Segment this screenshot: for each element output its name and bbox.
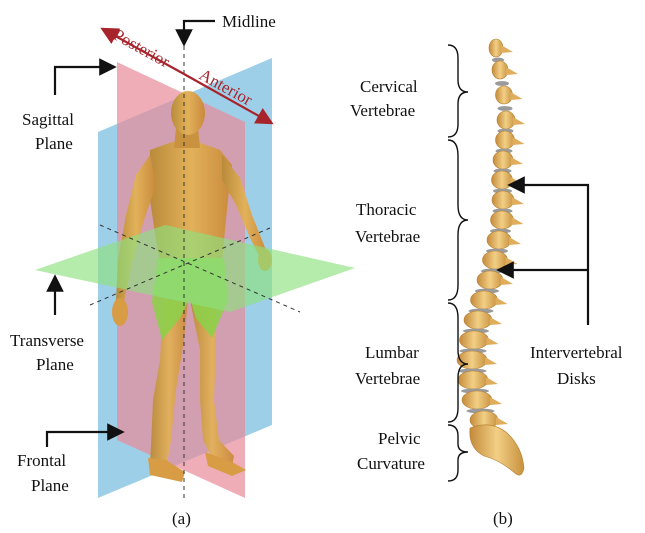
vertebra [492, 171, 513, 189]
transverse-label-line1: Transverse [10, 331, 84, 350]
spine [457, 39, 525, 475]
vertebra [491, 211, 514, 229]
vertebra [460, 331, 489, 349]
disks-label-line2: Disks [557, 369, 596, 388]
panel-a: Posterior Anterior Midline Sagittal Plan… [10, 12, 355, 528]
panel-b: Cervical Vertebrae Thoracic Vertebrae Lu… [350, 39, 623, 528]
frontal-label-line1: Frontal [17, 451, 66, 470]
spinous-process [513, 137, 525, 145]
brace-thoracic [448, 140, 468, 300]
intervertebral-disk [498, 106, 513, 111]
sagittal-label-line1: Sagittal [22, 110, 74, 129]
vertebra [477, 271, 503, 289]
vertebra [458, 371, 488, 389]
thoracic-label-line1: Thoracic [356, 200, 417, 219]
caption-b: (b) [493, 509, 513, 528]
spinous-process [501, 277, 513, 285]
lumbar-label-line2: Vertebrae [355, 369, 420, 388]
spinous-process [509, 237, 521, 245]
midline-pointer [184, 21, 215, 38]
vertebra [497, 111, 515, 129]
vertebra [489, 39, 503, 57]
pelvic-label-line1: Pelvic [378, 429, 421, 448]
brace-cervical [448, 45, 468, 137]
spinous-process [490, 317, 502, 325]
midline-label: Midline [222, 12, 276, 31]
spinous-process [511, 177, 523, 185]
thoracic-label-line2: Vertebrae [355, 227, 420, 246]
vertebra [492, 61, 508, 79]
disk-pointer-upper [516, 185, 588, 325]
pelvic-label-line2: Curvature [357, 454, 425, 473]
vertebra [493, 151, 513, 169]
spinous-process [485, 357, 497, 365]
spinous-process [490, 397, 502, 405]
sacrum [470, 425, 524, 475]
vertebra [496, 86, 513, 104]
spinous-process [506, 67, 518, 75]
vertebra [464, 311, 492, 329]
spinous-process [501, 45, 513, 53]
frontal-label-line2: Plane [31, 476, 69, 495]
vertebra [487, 231, 511, 249]
vertebra [483, 251, 508, 269]
spinous-process [512, 197, 524, 205]
disks-label-line1: Intervertebral [530, 343, 623, 362]
spinous-process [496, 297, 508, 305]
sagittal-pointer [55, 67, 108, 95]
spinous-process [506, 257, 518, 265]
vertebra [496, 131, 515, 149]
spinous-process [512, 217, 524, 225]
transverse-plane [35, 225, 355, 312]
spinous-process [513, 117, 525, 125]
spinous-process [496, 417, 508, 425]
cervical-label-line1: Cervical [360, 77, 418, 96]
vertebra [462, 391, 492, 409]
spinous-process [486, 377, 498, 385]
caption-a: (a) [172, 509, 191, 528]
intervertebral-disk [495, 81, 509, 86]
sagittal-label-line2: Plane [35, 134, 73, 153]
lumbar-label-line1: Lumbar [365, 343, 419, 362]
spinous-process [511, 157, 523, 165]
spinous-process [487, 337, 499, 345]
vertebra [492, 191, 514, 209]
brace-pelvic [448, 425, 468, 481]
vertebra [471, 291, 498, 309]
transverse-label-line2: Plane [36, 355, 74, 374]
cervical-label-line2: Vertebrae [350, 101, 415, 120]
spinous-process [511, 92, 523, 100]
